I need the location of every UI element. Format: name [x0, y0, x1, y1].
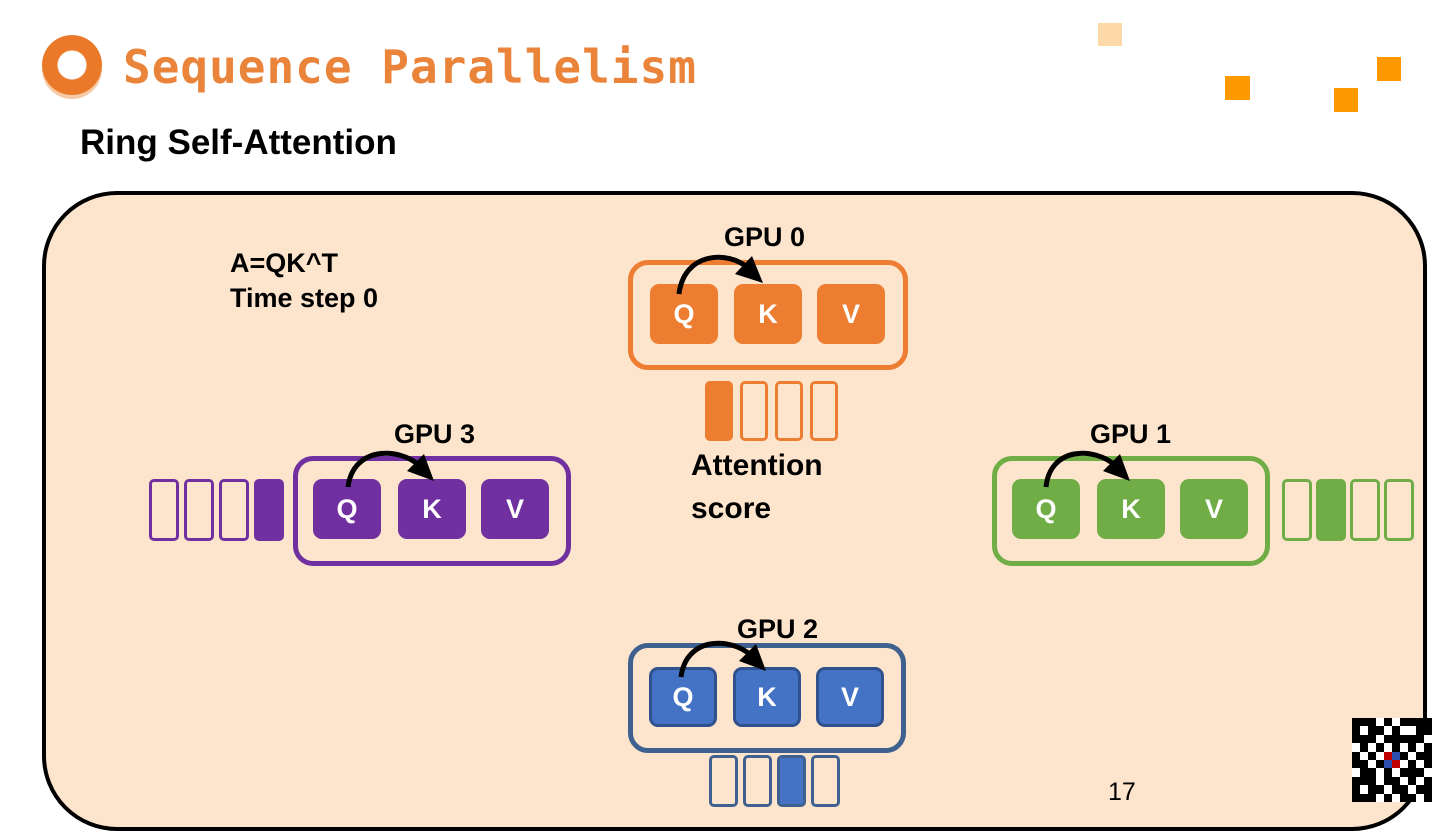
- gpu-2-label: GPU 2: [737, 614, 819, 644]
- gpu-3-score-seg-3: [219, 479, 249, 541]
- gpu-1-score-seg-3: [1350, 479, 1380, 541]
- gpu-3-score-seg-2: [184, 479, 214, 541]
- deco-square-2: [1334, 88, 1358, 112]
- gpu-1-score-seg-2: [1316, 479, 1346, 541]
- qr-code-icon: [1352, 718, 1432, 802]
- time-step-text: Time step 0: [230, 283, 379, 313]
- gpu-2-k-cell: K: [733, 667, 801, 727]
- gpu-0-v-cell: V: [817, 284, 885, 344]
- gpu-0-score-seg-1: [705, 381, 733, 441]
- gpu-3-k-cell: K: [398, 479, 466, 539]
- formula-text: A=QK^T: [230, 248, 339, 278]
- gpu-3-score-seg-1: [149, 479, 179, 541]
- title-ring-icon: [42, 35, 102, 95]
- gpu-0-box: [628, 260, 908, 370]
- gpu-0-label: GPU 0: [724, 222, 806, 252]
- deco-square-1: [1225, 76, 1250, 100]
- gpu-0-score-seg-2: [740, 381, 768, 441]
- gpu-1-v-cell: V: [1180, 479, 1248, 539]
- gpu-1-q-cell: Q: [1012, 479, 1080, 539]
- gpu-1-box: [992, 456, 1270, 566]
- gpu-2-box: [628, 643, 906, 753]
- deco-square-3: [1377, 57, 1401, 81]
- gpu-0-score-seg-4: [810, 381, 838, 441]
- attention-score-label: Attention score: [691, 444, 823, 530]
- attention-score-line2: score: [691, 492, 772, 525]
- gpu-2-q-cell: Q: [649, 667, 717, 727]
- attention-score-line1: Attention: [691, 449, 823, 482]
- gpu-1-k-cell: K: [1097, 479, 1165, 539]
- gpu-3-label: GPU 3: [394, 419, 476, 449]
- deco-square-light: [1098, 23, 1122, 46]
- gpu-1-label: GPU 1: [1090, 419, 1172, 449]
- gpu-2-v-cell: V: [816, 667, 884, 727]
- gpu-0-q-cell: Q: [650, 284, 718, 344]
- page-number: 17: [1108, 778, 1136, 806]
- slide-title: Sequence Parallelism: [123, 40, 697, 94]
- gpu-1-score-seg-4: [1384, 479, 1414, 541]
- gpu-3-q-cell: Q: [313, 479, 381, 539]
- gpu-3-v-cell: V: [481, 479, 549, 539]
- formula-note: A=QK^T Time step 0: [230, 246, 378, 316]
- slide-subtitle: Ring Self-Attention: [80, 123, 397, 162]
- gpu-0-score-seg-3: [775, 381, 803, 441]
- gpu-2-score-seg-4: [811, 755, 840, 807]
- gpu-3-score-seg-4: [254, 479, 284, 541]
- gpu-2-score-seg-1: [709, 755, 738, 807]
- gpu-2-score-seg-2: [743, 755, 772, 807]
- gpu-2-score-seg-3: [777, 755, 806, 807]
- gpu-0-k-cell: K: [734, 284, 802, 344]
- gpu-1-score-seg-1: [1282, 479, 1312, 541]
